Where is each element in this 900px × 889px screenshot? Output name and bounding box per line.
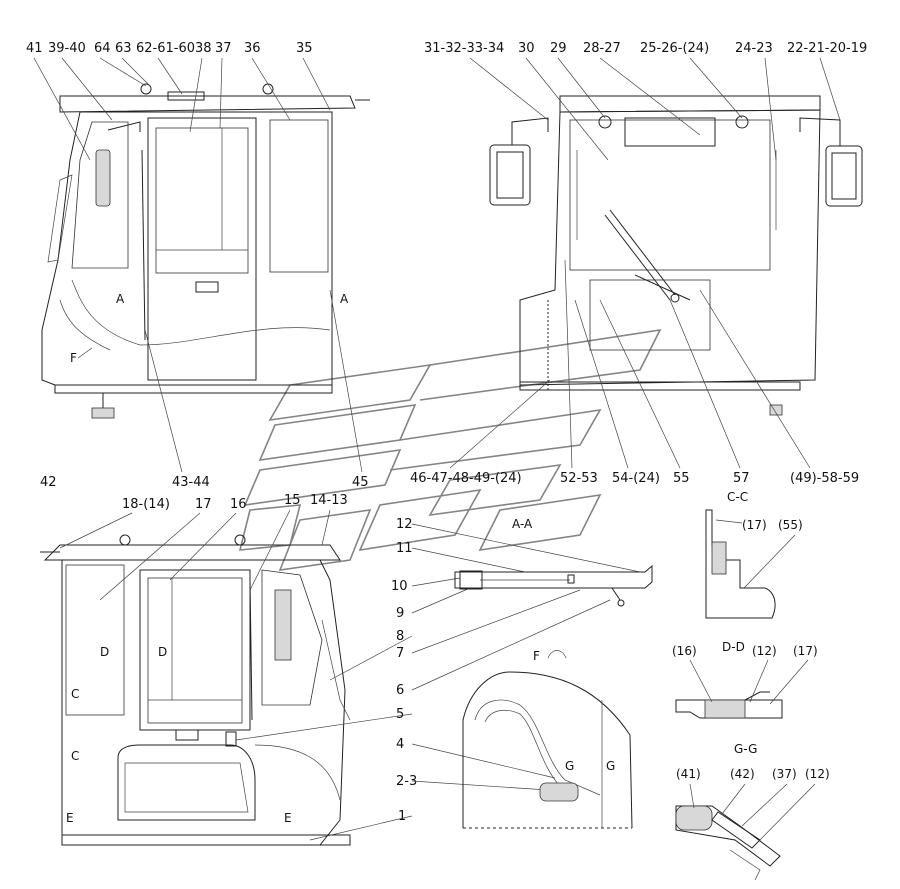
label-30: 30	[518, 41, 535, 56]
label-43-44: 43-44	[172, 475, 210, 490]
label-7: 7	[396, 646, 404, 661]
gg-label-37: (37)	[772, 767, 797, 781]
label-31-32-33-34: 31-32-33-34	[424, 41, 504, 56]
label-29: 29	[550, 41, 567, 56]
label-14-13: 14-13	[310, 493, 348, 508]
cc-label-55: (55)	[778, 518, 803, 532]
label-6: 6	[396, 683, 404, 698]
detail-f-title: F	[533, 649, 540, 663]
label-35: 35	[296, 41, 313, 56]
label-22-21-20-19: 22-21-20-19	[787, 41, 867, 56]
label-52-53: 52-53	[560, 471, 598, 486]
label-62-61-60: 62-61-60	[136, 41, 195, 56]
label-12: 12	[396, 517, 413, 532]
gg-label-41: (41)	[676, 767, 701, 781]
label-10: 10	[391, 579, 408, 594]
watermark-logo	[238, 328, 662, 571]
side-mark-d-left: D	[100, 645, 109, 659]
gg-label-12: (12)	[805, 767, 830, 781]
detail-g-g: G-G (41) (42) (37) (12)	[675, 742, 830, 881]
front-mark-a-right: A	[340, 292, 349, 306]
dd-label-12: (12)	[752, 644, 777, 658]
front-mark-a-left: A	[116, 292, 125, 306]
detail-cc-title: C-C	[727, 490, 748, 504]
front-view-labels: 41 39-40 64 63 62-61-60 38 37 36 35 42 4…	[26, 41, 369, 490]
label-2-3: 2-3	[396, 774, 417, 789]
side-mark-d-right: D	[158, 645, 167, 659]
side-mark-c-top: C	[71, 687, 79, 701]
cc-label-17: (17)	[742, 518, 767, 532]
side-mark-c-bottom: C	[71, 749, 79, 763]
front-view: A A F	[41, 83, 370, 419]
label-28-27: 28-27	[583, 41, 621, 56]
label-16: 16	[230, 497, 247, 512]
side-view-labels: 18-(14) 17 16 15 14-13 12 11 10 9 8 7 6 …	[59, 493, 641, 841]
f-mark-g-right: G	[606, 759, 615, 773]
label-15: 15	[284, 493, 301, 508]
label-64: 64	[94, 41, 111, 56]
front-mark-f: F	[70, 351, 77, 365]
label-4: 4	[396, 737, 404, 752]
label-39-40: 39-40	[48, 41, 86, 56]
label-46-47-48-49-24: 46-47-48-49-(24)	[410, 471, 522, 486]
label-41: 41	[26, 41, 43, 56]
label-9: 9	[396, 606, 404, 621]
detail-f: F G G	[462, 649, 633, 829]
f-mark-g-left: G	[565, 759, 574, 773]
dd-label-17: (17)	[793, 644, 818, 658]
label-55: 55	[673, 471, 690, 486]
label-1: 1	[398, 809, 406, 824]
label-24-23: 24-23	[735, 41, 773, 56]
side-mark-e-right: E	[284, 811, 292, 825]
label-5: 5	[396, 707, 404, 722]
label-37: 37	[215, 41, 232, 56]
side-view: D D C C E E	[40, 534, 351, 846]
label-63: 63	[115, 41, 132, 56]
label-11: 11	[396, 541, 413, 556]
rear-view	[489, 95, 863, 416]
label-38: 38	[195, 41, 212, 56]
label-36: 36	[244, 41, 261, 56]
rear-view-labels: 31-32-33-34 30 29 28-27 25-26-(24) 24-23…	[410, 41, 867, 486]
label-17: 17	[195, 497, 212, 512]
detail-c-c: C-C (17) (55)	[705, 490, 803, 619]
detail-d-d: D-D (16) (12) (17)	[672, 640, 818, 719]
label-54-24: 54-(24)	[612, 471, 660, 486]
label-49-58-59: (49)-58-59	[790, 471, 859, 486]
dd-label-16: (16)	[672, 644, 697, 658]
label-57: 57	[733, 471, 750, 486]
label-25-26-24: 25-26-(24)	[640, 41, 709, 56]
detail-a-a: A-A	[454, 517, 653, 607]
gg-label-42: (42)	[730, 767, 755, 781]
label-42: 42	[40, 475, 57, 490]
label-18-14: 18-(14)	[122, 497, 170, 512]
label-45: 45	[352, 475, 369, 490]
label-8: 8	[396, 629, 404, 644]
detail-dd-title: D-D	[722, 640, 745, 654]
detail-gg-title: G-G	[734, 742, 757, 756]
side-mark-e-left: E	[66, 811, 74, 825]
detail-aa-title: A-A	[512, 517, 533, 531]
